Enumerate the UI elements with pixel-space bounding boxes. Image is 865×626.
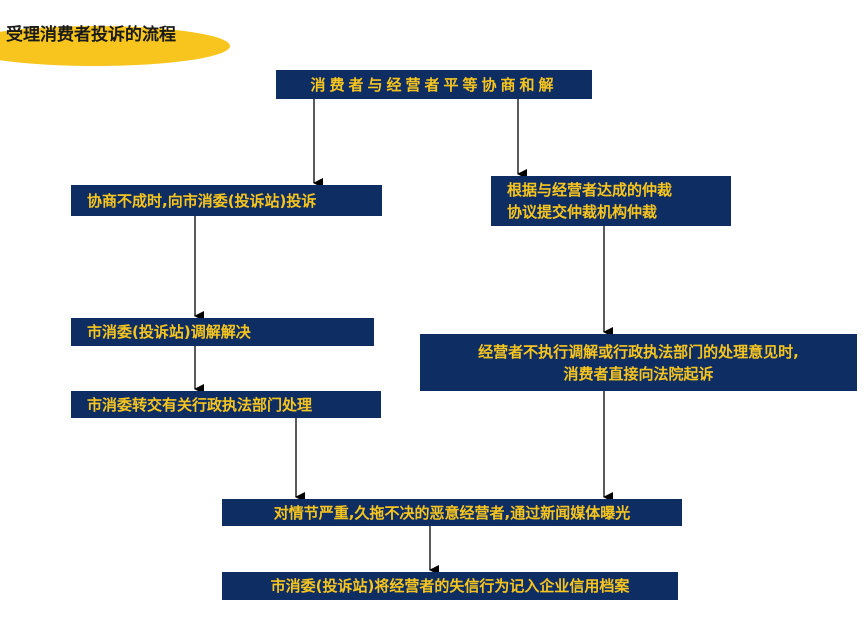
node-lawsuit-line2: 消费者直接向法院起诉 [563, 364, 714, 383]
node-refer-label: 市消委转交有关行政执法部门处理 [87, 395, 313, 414]
node-expose-label: 对情节严重,久拖不决的恶意经营者,通过新闻媒体曝光 [273, 503, 631, 522]
node-arbitration-line1: 根据与经营者达成的仲裁 [507, 181, 673, 199]
node-lawsuit-line1: 经营者不执行调解或行政执法部门的处理意见时, [478, 342, 799, 361]
title-ellipse [0, 26, 230, 66]
node-arbitration: 根据与经营者达成的仲裁 协议提交仲裁机构仲裁 [491, 176, 731, 226]
node-negotiate: 消费者与经营者平等协商和解 [276, 70, 592, 99]
page-title: 受理消费者投诉的流程 [6, 25, 176, 45]
node-complain: 协商不成时,向市消委(投诉站)投诉 [71, 185, 382, 216]
node-mediate-label: 市消委(投诉站)调解解决 [87, 323, 251, 341]
node-record-label: 市消委(投诉站)将经营者的失信行为记入企业信用档案 [270, 577, 630, 595]
node-expose: 对情节严重,久拖不决的恶意经营者,通过新闻媒体曝光 [222, 499, 682, 526]
node-negotiate-label: 消费者与经营者平等协商和解 [310, 75, 558, 94]
node-mediate: 市消委(投诉站)调解解决 [71, 318, 374, 346]
node-complain-label: 协商不成时,向市消委(投诉站)投诉 [87, 191, 317, 210]
node-lawsuit: 经营者不执行调解或行政执法部门的处理意见时, 消费者直接向法院起诉 [420, 334, 857, 391]
title-banner: 受理消费者投诉的流程 [0, 8, 240, 66]
node-refer: 市消委转交有关行政执法部门处理 [71, 391, 381, 418]
node-record: 市消委(投诉站)将经营者的失信行为记入企业信用档案 [222, 572, 678, 600]
node-arbitration-line2: 协议提交仲裁机构仲裁 [507, 203, 658, 221]
